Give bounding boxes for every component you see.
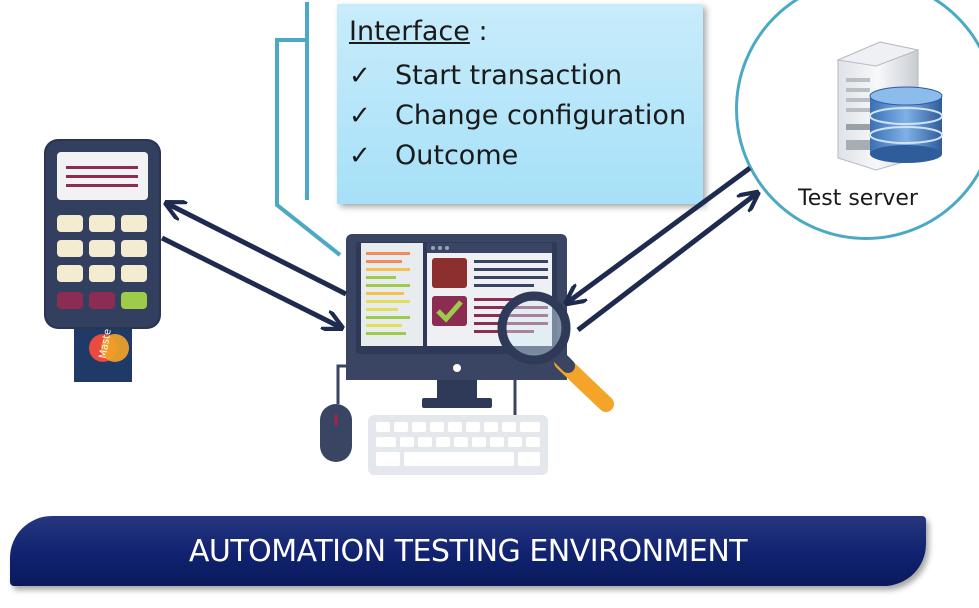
magnifier-icon xyxy=(497,291,614,412)
database-icon xyxy=(869,86,943,163)
interface-title: Interface : xyxy=(349,16,488,47)
checkmark-icon xyxy=(436,300,463,323)
arrow-terminal-to-computer xyxy=(160,235,340,327)
environment-banner: AUTOMATION TESTING ENVIRONMENT xyxy=(10,516,926,586)
interface-item: ✓Change configuration xyxy=(349,96,686,136)
checkmark-icon: ✓ xyxy=(349,61,371,91)
mouse-icon xyxy=(320,404,352,462)
arrow-computer-to-terminal xyxy=(168,204,348,297)
interface-item: ✓Start transaction xyxy=(349,56,686,96)
interface-item: ✓Outcome xyxy=(349,136,686,176)
test-server-label: Test server xyxy=(798,186,918,211)
banner-title: AUTOMATION TESTING ENVIRONMENT xyxy=(188,533,748,569)
keyboard-icon xyxy=(368,415,548,475)
interface-callout: Interface : ✓Start transaction ✓Change c… xyxy=(337,4,703,204)
pos-terminal-icon: Master xyxy=(44,139,161,382)
arrow-server-to-computer xyxy=(568,165,752,302)
checkmark-icon: ✓ xyxy=(349,101,371,131)
arrow-computer-to-server xyxy=(576,194,756,332)
interface-list: ✓Start transaction ✓Change configuration… xyxy=(349,56,686,176)
checkmark-icon: ✓ xyxy=(349,141,371,171)
